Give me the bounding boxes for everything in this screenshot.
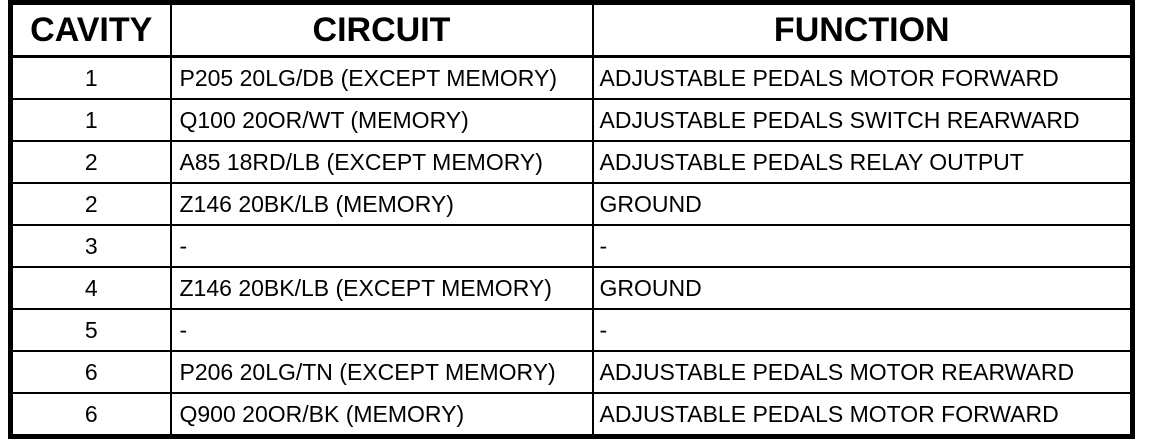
column-header-cavity: CAVITY: [9, 1, 172, 58]
cavity-cell: 2: [9, 140, 172, 184]
function-cell: ADJUSTABLE PEDALS MOTOR FORWARD: [591, 392, 1134, 438]
circuit-cell: P205 20LG/DB (EXCEPT MEMORY): [169, 55, 594, 100]
cavity-cell: 6: [9, 350, 172, 394]
cavity-cell: 4: [9, 266, 172, 310]
cavity-cell: 1: [9, 55, 172, 100]
table-row: 6 P206 20LG/TN (EXCEPT MEMORY) ADJUSTABL…: [9, 350, 1134, 394]
function-cell: ADJUSTABLE PEDALS SWITCH REARWARD: [591, 98, 1134, 142]
cavity-cell: 2: [9, 182, 172, 226]
cavity-cell: 3: [9, 224, 172, 268]
function-cell: ADJUSTABLE PEDALS MOTOR FORWARD: [591, 55, 1134, 100]
cavity-cell: 1: [9, 98, 172, 142]
circuit-cell: -: [169, 224, 594, 268]
table-row: 2 Z146 20BK/LB (MEMORY) GROUND: [9, 182, 1134, 226]
function-cell: ADJUSTABLE PEDALS RELAY OUTPUT: [591, 140, 1134, 184]
circuit-cell: A85 18RD/LB (EXCEPT MEMORY): [169, 140, 594, 184]
column-header-function: FUNCTION: [591, 1, 1134, 58]
table-row: 1 P205 20LG/DB (EXCEPT MEMORY) ADJUSTABL…: [9, 55, 1134, 100]
function-cell: -: [591, 308, 1134, 352]
function-cell: GROUND: [591, 266, 1134, 310]
table-row: 2 A85 18RD/LB (EXCEPT MEMORY) ADJUSTABLE…: [9, 140, 1134, 184]
circuit-cell: Z146 20BK/LB (EXCEPT MEMORY): [169, 266, 594, 310]
function-cell: GROUND: [591, 182, 1134, 226]
table-row: 4 Z146 20BK/LB (EXCEPT MEMORY) GROUND: [9, 266, 1134, 310]
circuit-cell: Q100 20OR/WT (MEMORY): [169, 98, 594, 142]
table-row: 1 Q100 20OR/WT (MEMORY) ADJUSTABLE PEDAL…: [9, 98, 1134, 142]
cavity-cell: 5: [9, 308, 172, 352]
table-header-row: CAVITY CIRCUIT FUNCTION: [9, 1, 1134, 58]
function-cell: -: [591, 224, 1134, 268]
cavity-cell: 6: [9, 392, 172, 438]
circuit-cell: -: [169, 308, 594, 352]
pinout-table: CAVITY CIRCUIT FUNCTION 1 P205 20LG/DB (…: [8, 0, 1135, 439]
table-row: 5 - -: [9, 308, 1134, 352]
circuit-cell: Z146 20BK/LB (MEMORY): [169, 182, 594, 226]
circuit-cell: P206 20LG/TN (EXCEPT MEMORY): [169, 350, 594, 394]
function-cell: ADJUSTABLE PEDALS MOTOR REARWARD: [591, 350, 1134, 394]
table-row: 3 - -: [9, 224, 1134, 268]
table-row: 6 Q900 20OR/BK (MEMORY) ADJUSTABLE PEDAL…: [9, 392, 1134, 438]
circuit-cell: Q900 20OR/BK (MEMORY): [169, 392, 594, 438]
column-header-circuit: CIRCUIT: [169, 1, 594, 58]
